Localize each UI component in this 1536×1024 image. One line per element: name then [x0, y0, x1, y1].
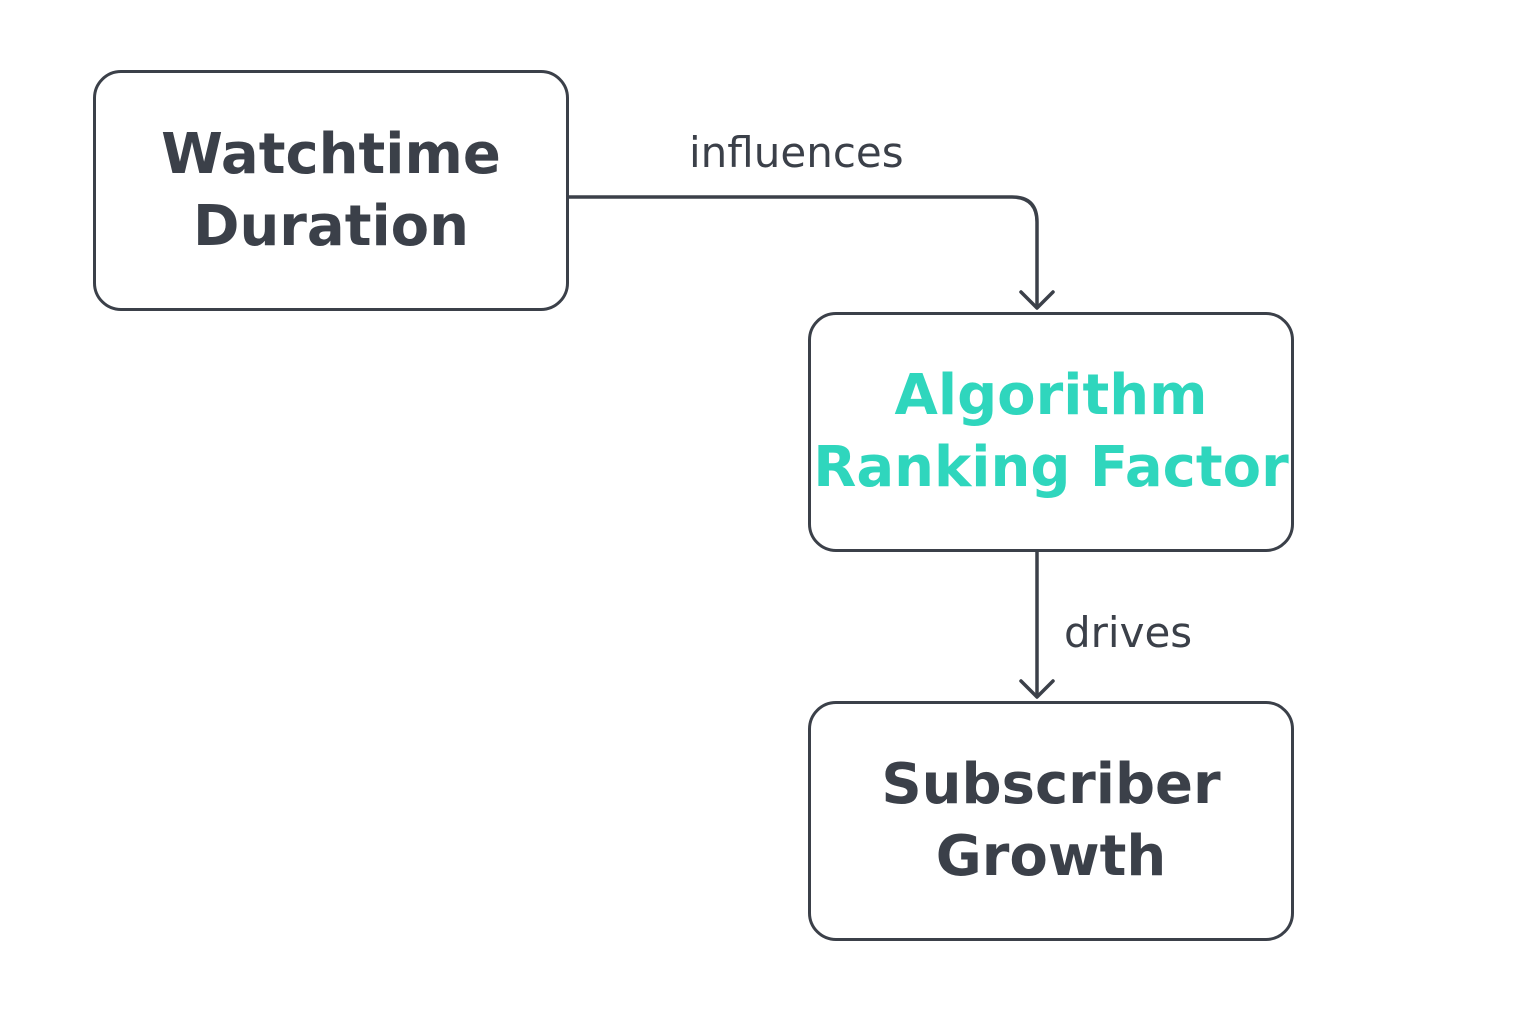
node-label: Subscriber Growth [881, 752, 1221, 889]
edge-drives-arrowhead [1019, 679, 1055, 699]
edge-label-drives: drives [1064, 608, 1193, 657]
edge-influences-line [567, 195, 1039, 309]
edge-label-influences: influences [689, 128, 904, 177]
node-label: Algorithm Ranking Factor [813, 363, 1289, 500]
node-subscriber-growth: Subscriber Growth [808, 701, 1294, 941]
edge-influences-arrowhead [1019, 290, 1055, 310]
node-algorithm-ranking-factor: Algorithm Ranking Factor [808, 312, 1294, 552]
node-watchtime-duration: Watchtime Duration [93, 70, 569, 311]
node-label: Watchtime Duration [161, 121, 501, 259]
